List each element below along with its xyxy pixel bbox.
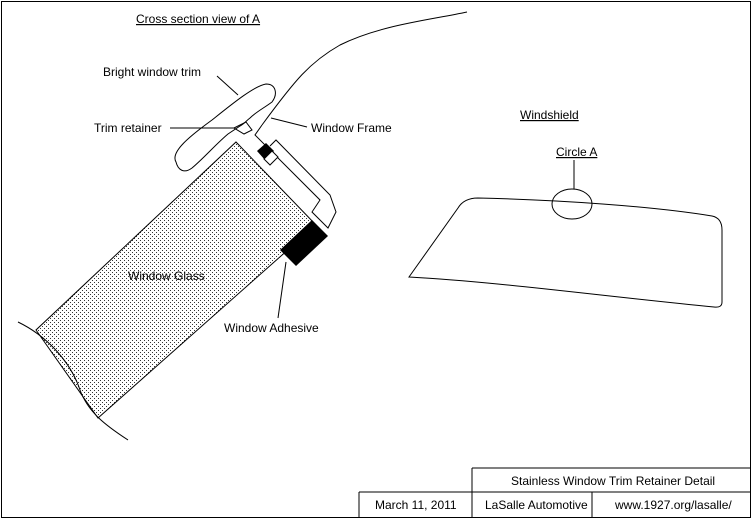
interior-trim-curve (17, 321, 129, 441)
label-window-frame: Window Frame (311, 121, 392, 135)
bright-window-trim (174, 83, 276, 172)
circle-a (551, 188, 593, 220)
title-block-company: LaSalle Automotive (485, 498, 588, 512)
title-block-title: Stainless Window Trim Retainer Detail (511, 474, 715, 488)
label-bright-window-trim: Bright window trim (103, 65, 201, 79)
frame-spacer (263, 150, 279, 166)
title-block-website: www.1927.org/lasalle/ (614, 498, 732, 512)
label-circle-a: Circle A (556, 145, 597, 159)
window-frame-outline (254, 124, 337, 229)
windshield-outline (408, 197, 723, 308)
trim-retainer-shape (232, 121, 253, 135)
leader-window-frame (270, 117, 308, 128)
leader-bright-trim (216, 75, 239, 96)
frame-seal (257, 143, 274, 160)
label-windshield: Windshield (520, 108, 579, 122)
label-window-glass: Window Glass (128, 269, 205, 283)
leader-window-adhesive (277, 261, 287, 319)
section-title: Cross section view of A (136, 12, 260, 26)
title-block (358, 467, 751, 518)
title-block-date: March 11, 2011 (375, 498, 457, 512)
label-trim-retainer: Trim retainer (94, 121, 162, 135)
window-adhesive (280, 220, 328, 266)
window-glass (35, 141, 317, 419)
body-panel-outline (261, 11, 468, 126)
label-window-adhesive: Window Adhesive (224, 321, 319, 335)
